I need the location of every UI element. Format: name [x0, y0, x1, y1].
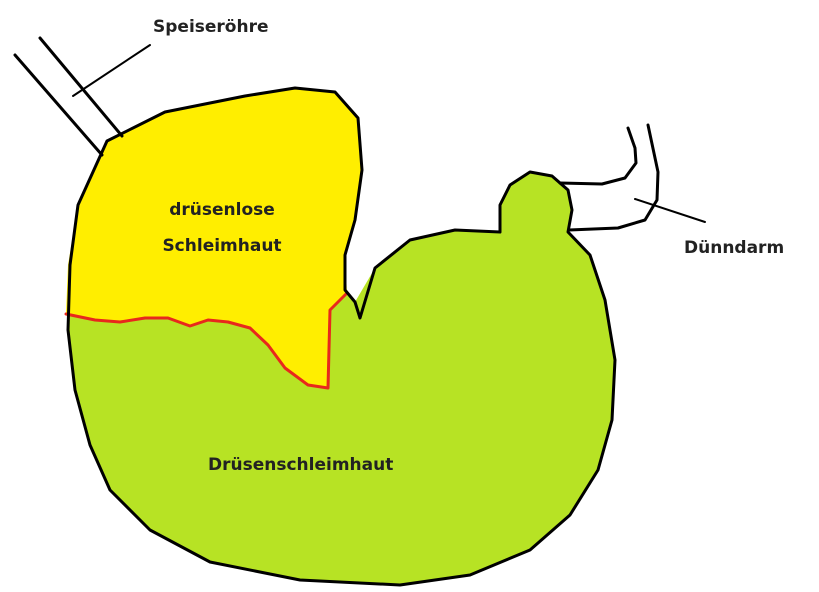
esophagus-label: Speiseröhre — [153, 19, 269, 36]
esophagus-tube-wall-left — [15, 55, 102, 155]
small-intestine-tube-wall-bottom — [569, 125, 658, 230]
glandular-mucosa-label: Drüsenschleimhaut — [208, 457, 393, 474]
glandless-mucosa-label-line2: Schleimhaut — [132, 228, 312, 264]
glandless-mucosa-label-line1: drüsenlose — [132, 192, 312, 228]
glandless-mucosa-label: drüsenlose Schleimhaut — [132, 192, 312, 264]
small-intestine-label: Dünndarm — [684, 240, 784, 257]
esophagus-tube-wall-right — [40, 38, 122, 136]
esophagus-pointer-line — [73, 45, 150, 96]
small-intestine-tube-wall-top — [560, 128, 636, 184]
